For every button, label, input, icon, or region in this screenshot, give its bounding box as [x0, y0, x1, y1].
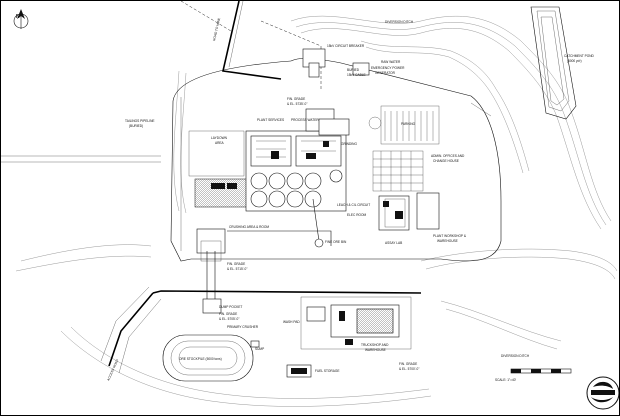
label-truckshop-2: WAREHOUSE	[365, 348, 386, 352]
label-fin-grade-bot: FIN. GRADE	[399, 362, 417, 366]
label-fin-grade-top-2: & EL. 5735'-0"	[287, 102, 307, 106]
label-raw-water: RAW WATER	[381, 60, 401, 64]
scale-bar	[510, 368, 572, 374]
label-leach: LEACH & CIL CIRCUIT	[337, 203, 370, 207]
label-breaker: 15kV CIRCUIT BREAKER	[327, 44, 365, 48]
label-diversion-bot: DIVERSION DITCH	[501, 354, 530, 358]
catchment-pond	[530, 6, 577, 120]
label-fin-grade-low: FIN. GRADE	[219, 312, 237, 316]
label-mine-road: ROAD TO MINE	[212, 18, 221, 42]
terrain-contours	[15, 15, 618, 407]
fine-ore-bin	[312, 198, 324, 248]
label-catchment: CATCHMENT POND	[564, 54, 595, 58]
company-logo	[586, 376, 620, 410]
parking-area	[368, 105, 440, 192]
truckshop	[300, 296, 412, 350]
label-fine-ore: FINE ORE BIN	[325, 240, 347, 244]
label-workshop-2: WAREHOUSE	[437, 239, 458, 243]
label-sump: SUMP	[255, 347, 264, 351]
label-fin-grade-mid: FIN. GRADE	[227, 262, 245, 266]
label-diversion-top: DIVERSION DITCH	[385, 20, 414, 24]
label-catchment-sub: (5000 yd³)	[567, 59, 582, 63]
north-letter: N	[16, 14, 20, 20]
label-workshop: PLANT WORKSHOP &	[433, 234, 467, 238]
label-emergency: EMERGENCY POWER	[371, 66, 405, 70]
label-tailings-2: (BURIED)	[129, 124, 143, 128]
label-elec-room: ELEC ROOM	[347, 213, 366, 217]
label-crushing: CRUSHING AREA & ROOM	[229, 225, 269, 229]
label-fuel: FUEL STORAGE	[315, 369, 339, 373]
label-laydown-2: AREA	[215, 141, 225, 145]
label-wash-pad: WASH PAD	[283, 320, 300, 324]
north-arrow-icon	[13, 9, 29, 29]
label-grinding: GRINDING	[341, 142, 357, 146]
crushing-area	[196, 228, 332, 314]
breaker-yard	[302, 48, 370, 78]
assay-lab	[378, 192, 440, 231]
label-fin-grade-bot-2: & EL. 5700'-0"	[399, 367, 419, 371]
sump	[250, 340, 260, 348]
label-generator: GENERATOR	[375, 71, 396, 75]
roads	[1, 0, 422, 374]
label-fin-grade-mid-2: & EL. 5715'-0"	[227, 267, 247, 271]
label-primary-crusher: PRIMARY CRUSHER	[227, 325, 259, 329]
label-admin-2: CHANGE HOUSE	[433, 159, 459, 163]
drawing-labels: N 15kV CIRCUIT BREAKER DIVERSION DITCH C…	[16, 14, 595, 382]
label-truckshop: TRUCKSHOP AND	[361, 343, 389, 347]
label-ore-stockpile: ORE STOCKPILE (5000 tons)	[179, 357, 222, 361]
fuel-storage	[286, 364, 312, 378]
label-plant-services: PLANT SERVICES	[257, 118, 284, 122]
label-parking: PARKING	[401, 122, 416, 126]
label-dump-pocket: DUMP POCKET	[219, 305, 242, 309]
label-laydown: LAYDOWN	[211, 136, 228, 140]
label-scale: SCALE: 1"=40'	[495, 378, 517, 382]
leach-tanks	[250, 169, 343, 208]
power-line	[180, 0, 322, 91]
label-fin-grade-top: FIN. GRADE	[287, 97, 305, 101]
label-buried: BURIED	[347, 68, 360, 72]
label-assay: ASSAY LAB	[385, 241, 402, 245]
ore-stockpile	[162, 334, 254, 382]
label-fin-grade-low-2: & EL. 5705'-0"	[219, 317, 239, 321]
label-admin: ADMIN. OFFICES AND	[431, 154, 465, 158]
label-buried-2: 15kV CABLE	[347, 73, 366, 77]
label-tailings: TAILINGS PIPELINE	[125, 119, 155, 123]
label-process-water: PROCESS WATER	[291, 118, 319, 122]
label-access-road: ACCESS ROAD	[106, 358, 119, 381]
